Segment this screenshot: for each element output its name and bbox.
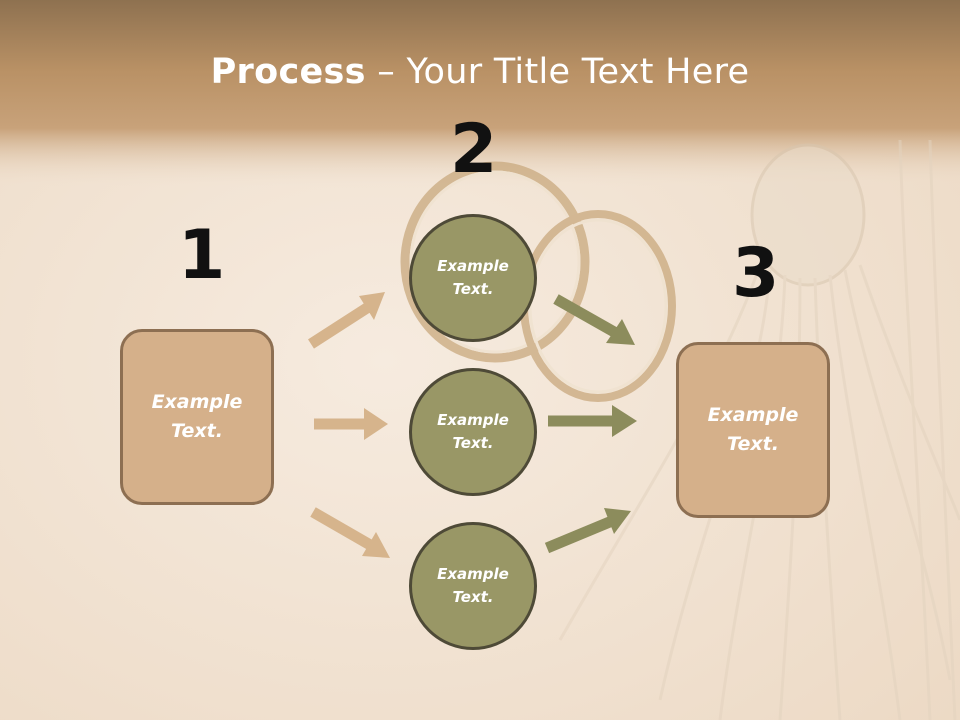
left-box-text: Example Text. — [151, 391, 243, 442]
circle-top: Example Text. — [409, 214, 537, 342]
left-box: Example Text. — [120, 329, 274, 505]
page-title: Process – Your Title Text Here — [0, 52, 960, 92]
step-number-3: 3 — [732, 234, 780, 313]
arrow-from-circle-top — [553, 294, 635, 345]
step-number-1: 1 — [178, 216, 226, 295]
step-number-2: 2 — [450, 110, 498, 189]
circle-bottom: Example Text. — [409, 522, 537, 650]
circle-top-text: Example Text. — [437, 257, 509, 298]
title-bold: Process — [210, 52, 366, 92]
arrow-from-circle-middle — [548, 405, 637, 437]
arrow-from-circle-bottom — [544, 508, 631, 554]
arrow-to-circle-middle — [314, 408, 388, 440]
right-box-text: Example Text. — [707, 404, 799, 455]
circle-bottom-text: Example Text. — [437, 565, 509, 606]
right-box: Example Text. — [676, 342, 830, 518]
title-rest: – Your Title Text Here — [365, 52, 750, 92]
circle-middle-text: Example Text. — [437, 411, 509, 452]
arrow-to-circle-top — [308, 292, 385, 349]
arrow-to-circle-bottom — [310, 507, 390, 558]
circle-middle: Example Text. — [409, 368, 537, 496]
